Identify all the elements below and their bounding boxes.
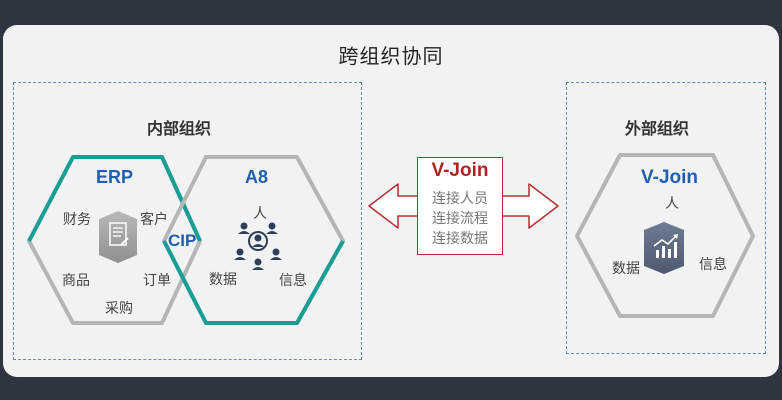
erp-item-order: 订单 [143,273,171,289]
vjoin-line-people: 连接人员 [432,191,488,207]
a8-hexagon-teal [162,240,345,325]
a8-title: A8 [245,167,269,187]
people-network-icon [234,222,282,270]
growth-chart-icon [644,222,684,274]
diagram-title: 跨组织协同 [338,44,444,68]
vjoin-line-data: 连接数据 [432,231,488,247]
a8-item-data: 数据 [209,272,237,288]
erp-hexagon-teal [27,155,202,242]
erp-item-customer: 客户 [140,212,168,228]
erp-item-purchase: 采购 [105,301,133,317]
vjoin-line-process: 连接流程 [432,211,488,227]
external-item-people: 人 [665,196,679,212]
external-hexagon [575,153,755,318]
vjoin-connector-box: V-Join 连接人员 连接流程 连接数据 [417,157,503,255]
erp-item-finance: 财务 [63,212,91,228]
erp-title: ERP [96,167,134,187]
vjoin-title: V-Join [431,160,489,181]
internal-org-label: 内部组织 [147,119,212,138]
external-org-region [566,82,766,354]
external-org-label: 外部组织 [625,119,690,138]
a8-item-people: 人 [253,206,267,222]
external-vjoin-title: V-Join [641,167,699,188]
a8-item-info: 信息 [279,273,307,289]
cip-label: CIP [168,231,197,250]
document-icon [99,211,137,263]
external-item-info: 信息 [699,257,727,273]
erp-item-goods: 商品 [62,273,90,289]
internal-org-region [13,82,362,360]
external-item-data: 数据 [612,261,640,277]
